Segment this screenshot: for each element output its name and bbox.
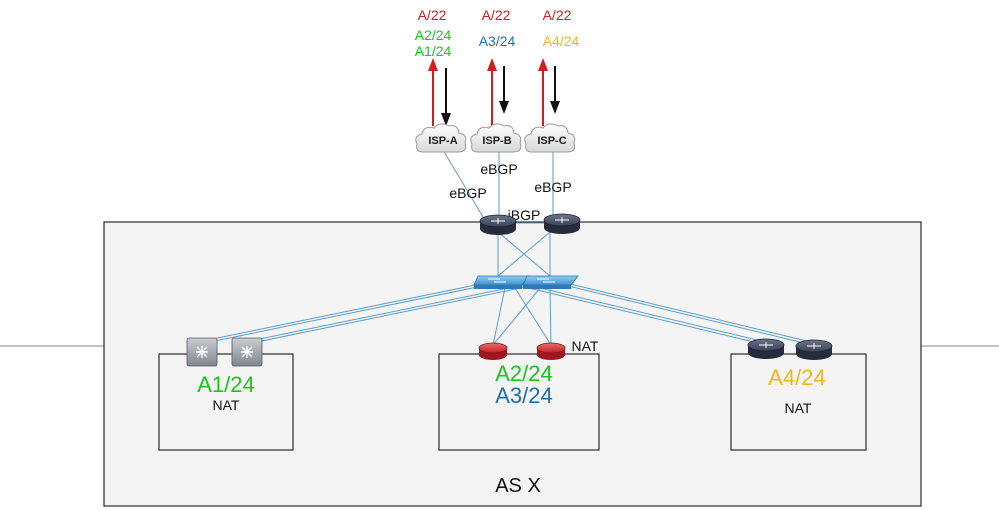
site-box-left [158, 353, 294, 451]
switch-site-mid-link-2 [514, 287, 552, 346]
isp-c-out-advert: A/22 [543, 7, 572, 23]
site-right-router-1[interactable] [747, 338, 785, 359]
site-right-prefix: A4/24 [768, 365, 826, 390]
switch-site-left-link-3 [239, 283, 529, 344]
switch-site-right-link-2 [518, 282, 771, 344]
switch-site-left-link-4 [246, 284, 536, 345]
ebgp-link-isp-a [442, 149, 487, 223]
core-switch-right[interactable] [522, 275, 579, 289]
cloud-icon [415, 123, 467, 153]
site-left-switch-1[interactable] [186, 337, 218, 367]
ebgp-label-left: eBGP [449, 185, 486, 201]
switch-site-right-link-3 [559, 283, 809, 345]
isp-b-cloud[interactable]: ISP-B [470, 123, 522, 153]
site-right-router-2[interactable] [795, 339, 833, 360]
arrowhead-up-isp-a [428, 58, 438, 71]
ibgp-label: iBGP [508, 207, 541, 223]
site-labels: A1/24 NAT A2/24 A3/24 NAT A4/24 NAT [197, 338, 826, 416]
arrowhead-down-isp-b [499, 101, 509, 114]
site-left-prefix: A1/24 [197, 372, 255, 397]
site-box-right [730, 353, 867, 451]
site-mid-prefix-1: A2/24 [495, 361, 553, 386]
switch-site-right-link-4 [565, 282, 816, 344]
edge-router-left[interactable] [479, 214, 517, 235]
site-right-note: NAT [785, 400, 812, 416]
ebgp-label-mid: eBGP [480, 161, 517, 177]
isp-a-in-advert-2: A1/24 [415, 43, 452, 59]
switch-site-left-link-1 [197, 282, 486, 343]
isp-a-cloud[interactable]: ISP-A [415, 123, 467, 153]
link-labels: eBGP eBGP eBGP iBGP [449, 161, 571, 223]
site-left-switch-2[interactable] [231, 337, 263, 367]
isp-c-cloud[interactable]: ISP-C [524, 123, 576, 153]
isp-b-in-advert: A3/24 [479, 33, 516, 49]
site-box-middle [438, 353, 600, 451]
isp-c-in-advert: A4/24 [543, 33, 580, 49]
switch-site-left-link-2 [204, 283, 493, 344]
switch-site-right-link-1 [511, 283, 763, 345]
site-left-note: NAT [213, 397, 240, 413]
site-mid-router-1[interactable] [478, 342, 508, 360]
switch-site-mid-link-3 [492, 287, 541, 346]
cloud-icon [524, 123, 576, 153]
router-switch-link-4 [497, 231, 551, 277]
switch-site-mid-link-4 [549, 287, 552, 346]
isp-c-label: ISP-C [537, 135, 566, 147]
switch-icon [473, 275, 530, 286]
site-mid-prefix-2: A3/24 [495, 383, 553, 408]
advert-arrows [428, 58, 560, 126]
ebgp-label-right: eBGP [534, 179, 571, 195]
cloud-icon [470, 123, 522, 153]
switch-site-mid-link-1 [492, 287, 506, 346]
arrowhead-down-isp-c [550, 101, 560, 114]
arrowhead-up-isp-c [538, 58, 548, 71]
site-mid-note: NAT [572, 338, 599, 354]
isp-a-out-advert: A/22 [418, 7, 447, 23]
isp-b-label: ISP-B [482, 135, 511, 147]
isp-b-out-advert: A/22 [482, 7, 511, 23]
arrowhead-down-isp-a [441, 113, 451, 126]
link-group [197, 149, 816, 346]
advert-labels: A/22 A2/24 A1/24 A/22 A3/24 A/22 A4/24 [415, 7, 580, 59]
switch-icon [522, 275, 579, 286]
arrowhead-up-isp-b [487, 58, 497, 71]
site-mid-router-2[interactable] [536, 342, 566, 360]
edge-router-right[interactable] [543, 213, 581, 234]
isp-a-in-advert-1: A2/24 [415, 27, 452, 43]
core-switch-left[interactable] [473, 275, 530, 289]
isp-a-label: ISP-A [428, 135, 457, 147]
as-label: AS X [495, 475, 541, 497]
